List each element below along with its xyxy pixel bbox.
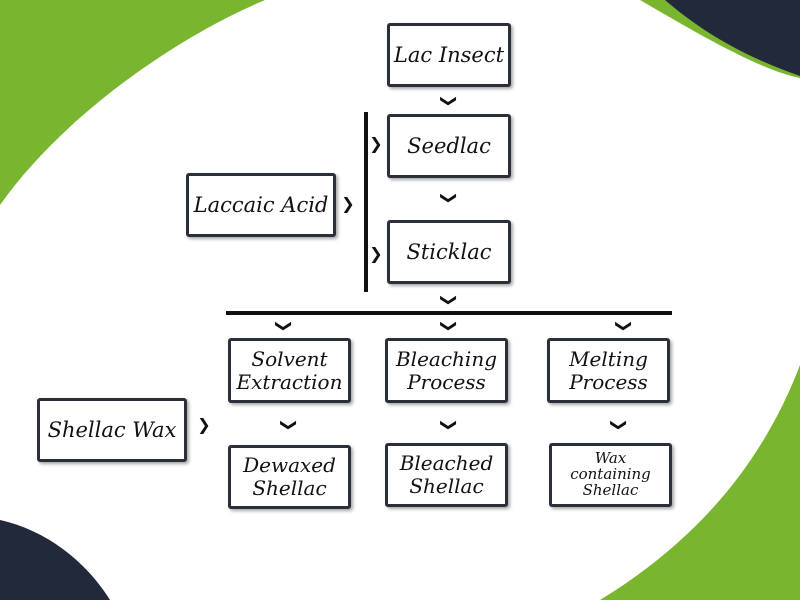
- chevron-down-icon: ❯: [440, 319, 459, 333]
- node-lac-insect: Lac Insect: [387, 23, 511, 87]
- node-wax-containing-shellac: Wax containing Shellac: [549, 443, 672, 507]
- node-laccaic-acid: Laccaic Acid: [186, 173, 336, 237]
- chevron-right-icon: ❯: [369, 244, 383, 263]
- node-dewaxed-shellac: Dewaxed Shellac: [228, 445, 351, 509]
- node-bleaching-process: Bleaching Process: [385, 338, 508, 403]
- top-left-green-swoosh: [0, 0, 265, 205]
- node-shellac-wax: Shellac Wax: [37, 398, 187, 462]
- chevron-right-icon: ❯: [369, 134, 383, 153]
- chevron-down-icon: ❯: [280, 418, 299, 432]
- node-sticklac: Sticklac: [387, 220, 511, 284]
- vertical-bracket-line: [364, 112, 368, 292]
- node-bleached-shellac: Bleached Shellac: [385, 443, 508, 507]
- chevron-right-icon: ❯: [197, 415, 211, 434]
- node-solvent-extraction: Solvent Extraction: [228, 338, 351, 403]
- chevron-down-icon: ❯: [440, 94, 459, 108]
- node-seedlac: Seedlac: [387, 114, 511, 178]
- chevron-down-icon: ❯: [440, 293, 459, 307]
- chevron-down-icon: ❯: [440, 191, 459, 205]
- chevron-down-icon: ❯: [615, 319, 634, 333]
- horizontal-distribution-line: [226, 311, 672, 315]
- chevron-down-icon: ❯: [440, 418, 459, 432]
- chevron-down-icon: ❯: [610, 418, 629, 432]
- top-right-navy-corner: [665, 0, 800, 76]
- chevron-down-icon: ❯: [275, 319, 294, 333]
- bottom-right-green-swoosh: [600, 365, 800, 600]
- bottom-left-navy-corner: [0, 520, 110, 600]
- chevron-right-icon: ❯: [341, 194, 355, 213]
- node-melting-process: Melting Process: [547, 338, 670, 403]
